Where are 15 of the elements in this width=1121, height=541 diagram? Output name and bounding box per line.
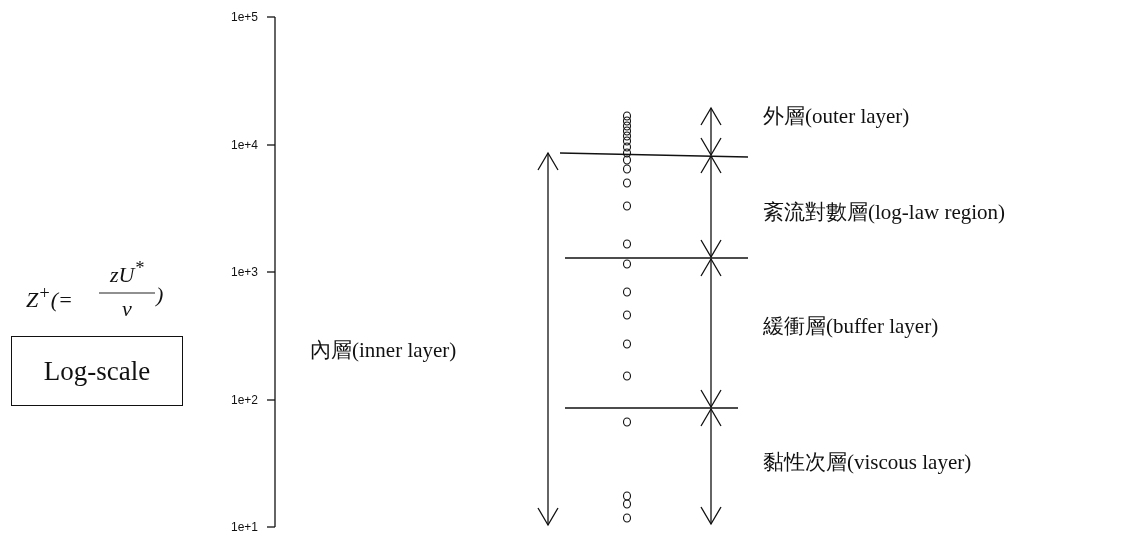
- layer-label: 黏性次層(viscous layer): [763, 452, 972, 473]
- label-box: Log-scale: [11, 336, 183, 406]
- tick-label: 1e+3: [231, 266, 259, 278]
- formula-denominator: ν: [122, 298, 132, 320]
- layer-label: 內層(inner layer): [310, 340, 457, 361]
- layer-label: 緩衝層(buffer layer): [763, 316, 939, 337]
- formula-text: ): [156, 284, 164, 306]
- tick-label: 1e+4: [231, 139, 259, 151]
- formula-numerator: zU$^{*}$: [110, 259, 144, 287]
- layer-label: 外層(outer layer): [763, 106, 910, 127]
- tick-label: 1e+5: [231, 11, 259, 23]
- layer-label: 紊流對數層(log-law region): [763, 202, 1006, 223]
- tick-label: 1e+2: [231, 394, 259, 406]
- formula-text: Z$^{+}$(=: [26, 284, 73, 312]
- tick-label: 1e+1: [231, 521, 259, 533]
